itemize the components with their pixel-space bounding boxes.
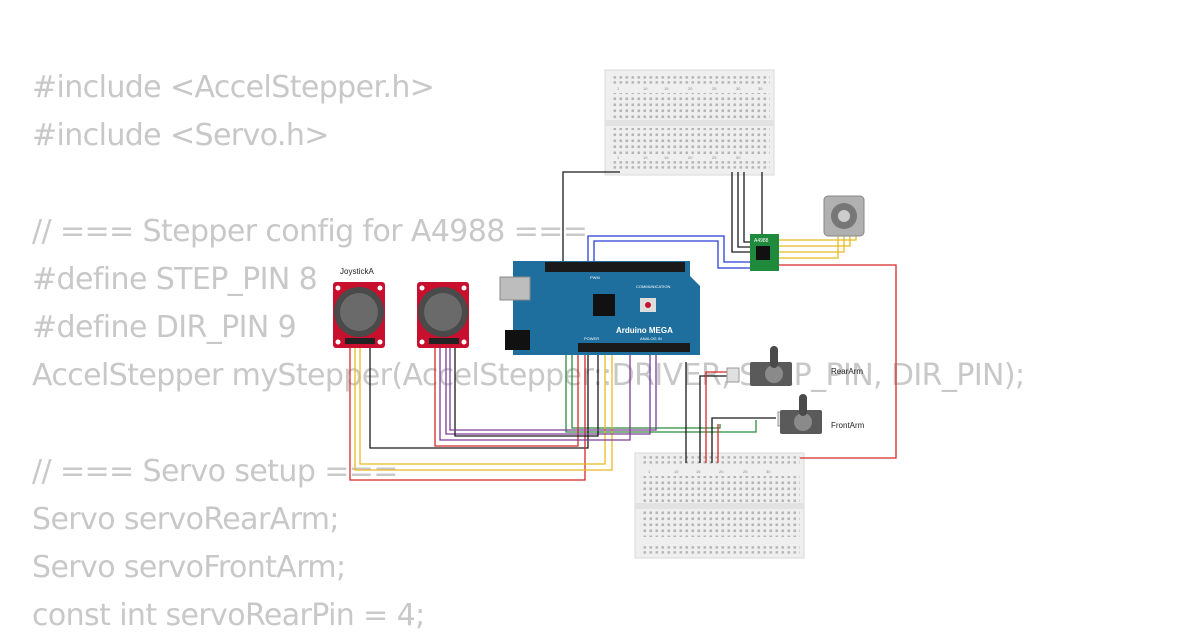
bb-bottom-num: 15 (696, 469, 701, 474)
wire-purple (449, 348, 657, 431)
wire-red (434, 348, 579, 447)
code-line: Servo servoFrontArm; (32, 550, 346, 585)
wire-blue (587, 235, 752, 268)
driver-label: A4988 (754, 238, 769, 244)
wire-black (454, 348, 599, 437)
bb-top-num: 10 (643, 155, 648, 160)
code-line: #include <AccelStepper.h> (32, 70, 435, 105)
bb-bottom-num: 20 (719, 469, 724, 474)
wire-black (731, 172, 752, 253)
wire-black (743, 172, 752, 243)
code-line: // === Servo setup === (32, 454, 398, 489)
joystick-a[interactable]: JoystickA (333, 267, 385, 348)
servo-rear-label: RearArm (831, 367, 863, 376)
bb-top-num: 15 (664, 155, 669, 160)
wire-black (711, 417, 776, 463)
bb-top-num: 25 (712, 155, 717, 160)
wire-yellow (779, 236, 857, 241)
wire-yellow (779, 236, 839, 259)
bb-top-num: 1 (617, 155, 620, 160)
code-line: Servo servoRearArm; (32, 502, 340, 537)
bb-top-num: 30 (736, 86, 741, 91)
joystick-b[interactable] (417, 282, 469, 348)
arduino-comm-label: COMMUNICATION (636, 284, 670, 289)
wire-orange (359, 348, 606, 465)
arduino-power-label: POWER (584, 336, 599, 341)
bb-top-num: 20 (688, 155, 693, 160)
servo-rear-arm[interactable]: RearArm (726, 346, 863, 386)
bb-bottom-num: 30 (766, 469, 771, 474)
wire-red (349, 348, 586, 481)
arduino-mega[interactable]: Arduino MEGA PWM COMMUNICATION POWER ANA… (499, 261, 700, 355)
bb-bottom-num: 25 (743, 469, 748, 474)
bb-top-num: 25 (712, 86, 717, 91)
code-line: #include <Servo.h> (32, 118, 329, 153)
code-line: // === Stepper config for A4988 === (32, 214, 588, 249)
wire-purple (445, 348, 651, 435)
joystick-a-label: JoystickA (340, 267, 374, 276)
wires (349, 171, 897, 481)
wire-green (571, 300, 721, 429)
servo-front-label: FrontArm (831, 421, 865, 430)
wire-yellow (779, 236, 851, 247)
wire-red (779, 264, 897, 459)
wire-blue (593, 240, 752, 269)
wire-black (737, 172, 752, 248)
wire-yellow (354, 348, 613, 471)
code-background: #include <AccelStepper.h> #include <Servo… (32, 64, 1025, 640)
arduino-label: Arduino MEGA (616, 326, 673, 335)
bb-top-num: 15 (664, 86, 669, 91)
servo-front-arm[interactable]: FrontArm (777, 394, 865, 434)
wire-black (562, 171, 620, 275)
code-line: AccelStepper myStepper(AccelStepper::DRI… (32, 358, 1025, 393)
arduino-pwm-label: PWM (590, 275, 600, 280)
wire-purple (439, 348, 631, 441)
stepper-motor[interactable] (823, 195, 865, 237)
bb-top-num: 20 (688, 86, 693, 91)
breadboard-top[interactable]: 1 10 15 20 25 30 30 1 10 15 20 25 30 (604, 69, 775, 176)
wire-black (369, 348, 589, 449)
wire-green (565, 305, 757, 433)
bb-bottom-num: 1 (648, 469, 651, 474)
bb-top-num: 1 (617, 86, 620, 91)
bb-top-num: 30 (736, 155, 741, 160)
code-line: const int servoRearPin = 4; (32, 598, 425, 633)
bb-top-num: 30 (758, 86, 763, 91)
bb-bottom-num: 10 (674, 469, 679, 474)
wire-orange (779, 236, 845, 253)
arduino-analog-label: ANALOG IN (640, 336, 662, 341)
a4988-driver[interactable]: A4988 (750, 234, 779, 271)
breadboard-bottom[interactable]: 1 10 15 20 25 30 (634, 452, 805, 559)
code-line: #define STEP_PIN 8 (32, 262, 318, 297)
code-line: #define DIR_PIN 9 (32, 310, 297, 345)
bb-top-num: 10 (643, 86, 648, 91)
wire-black (699, 375, 738, 463)
